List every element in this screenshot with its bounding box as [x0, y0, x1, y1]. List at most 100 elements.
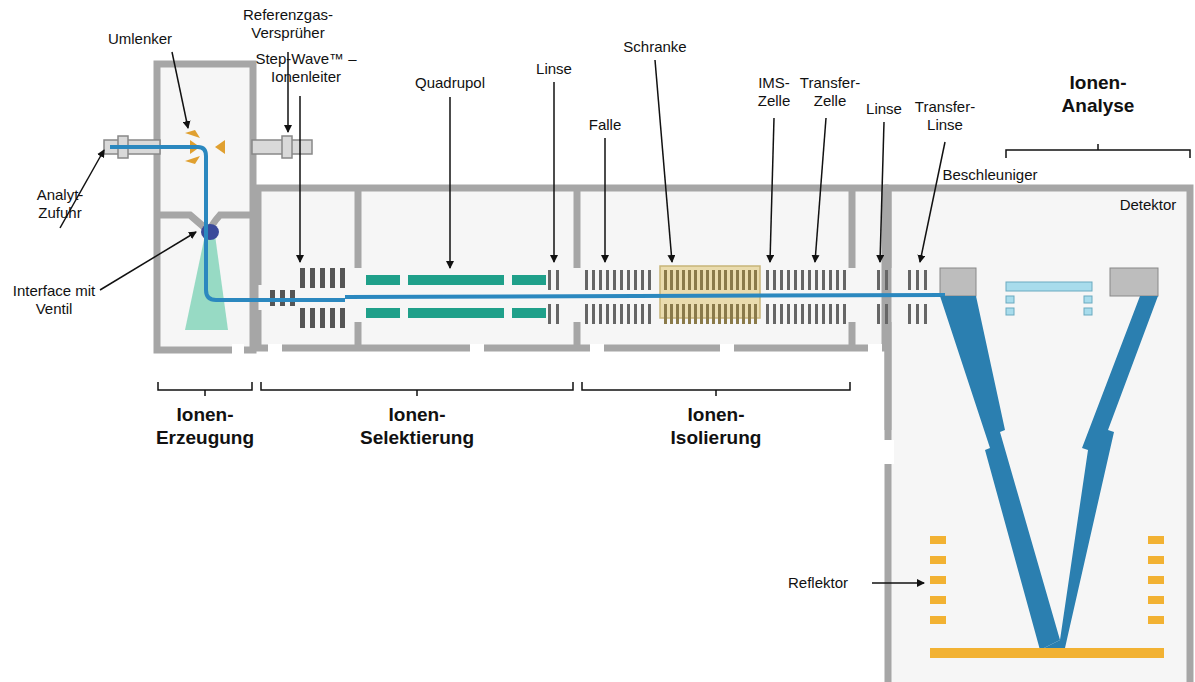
ring-electrode — [773, 304, 776, 324]
ring-electrode — [682, 270, 685, 290]
ring-electrode — [724, 304, 727, 324]
ring-electrode — [801, 270, 804, 290]
ring-electrode — [688, 270, 691, 290]
part-label: Umlenker — [95, 30, 185, 48]
ring-electrode — [742, 270, 745, 290]
part-label: Beschleuniger — [935, 166, 1045, 184]
ring-electrode — [700, 304, 703, 324]
ring-electrode — [599, 304, 602, 324]
ring-electrode — [787, 304, 790, 324]
ring-electrode — [885, 304, 888, 324]
ring-electrode — [620, 304, 623, 324]
ring-electrode — [877, 270, 880, 290]
ring-electrode — [815, 270, 818, 290]
ring-electrode — [908, 304, 911, 324]
ring-electrode — [822, 304, 825, 324]
ring-electrode — [794, 304, 797, 324]
ring-electrode — [694, 270, 697, 290]
ring-electrode — [843, 270, 846, 290]
ring-electrode — [634, 270, 637, 290]
ring-electrode — [606, 304, 609, 324]
ring-electrode — [787, 270, 790, 290]
ring-electrode — [801, 304, 804, 324]
ring-electrode — [730, 270, 733, 290]
ring-electrode — [613, 270, 616, 290]
ring-electrode — [606, 270, 609, 290]
ring-electrode — [766, 270, 769, 290]
ring-electrode — [780, 270, 783, 290]
ring-electrode — [718, 270, 721, 290]
ring-electrode — [766, 304, 769, 324]
section-heading: Ionen- Erzeugung — [149, 404, 261, 450]
ring-electrode — [829, 270, 832, 290]
section-heading: Ionen- Analyse — [1053, 72, 1143, 118]
ring-electrode — [908, 270, 911, 290]
ring-electrode — [815, 304, 818, 324]
ring-electrode — [885, 270, 888, 290]
ring-electrode — [748, 270, 751, 290]
ring-electrode — [754, 270, 757, 290]
ring-electrode — [706, 304, 709, 324]
ring-electrode — [694, 304, 697, 324]
ring-electrode — [736, 270, 739, 290]
ring-electrode — [829, 304, 832, 324]
ring-electrode — [556, 304, 559, 324]
ring-electrode — [641, 304, 644, 324]
part-label: Schranke — [610, 38, 700, 56]
ring-electrode — [924, 304, 927, 324]
part-label: Transfer- Zelle — [794, 74, 866, 110]
ring-electrode — [730, 304, 733, 324]
ring-electrode — [676, 270, 679, 290]
ring-electrode — [916, 270, 919, 290]
ring-electrode — [780, 304, 783, 324]
ring-electrode — [641, 270, 644, 290]
ring-electrode — [924, 270, 927, 290]
part-label: Transfer- Linse — [909, 98, 981, 134]
ring-electrode — [822, 270, 825, 290]
ring-electrode — [688, 304, 691, 324]
ring-electrode — [664, 304, 667, 324]
ring-electrode — [682, 304, 685, 324]
part-label: Reflektor — [768, 574, 868, 592]
part-label: Quadrupol — [400, 74, 500, 92]
part-label: Interface mit Ventil — [12, 282, 96, 318]
ring-electrode — [724, 270, 727, 290]
ring-electrode — [836, 270, 839, 290]
ring-electrode — [585, 304, 588, 324]
ring-electrode — [676, 304, 679, 324]
ring-electrode — [664, 270, 667, 290]
part-label: Falle — [575, 116, 635, 134]
ring-electrode — [585, 270, 588, 290]
ring-electrode — [670, 304, 673, 324]
part-label: Step-Wave™ – Ionenleiter — [247, 50, 365, 86]
ring-electrode — [748, 304, 751, 324]
ring-electrode — [794, 270, 797, 290]
ring-electrode — [670, 270, 673, 290]
ring-electrode — [627, 270, 630, 290]
ring-electrode — [627, 304, 630, 324]
section-heading: Ionen- Selektierung — [355, 404, 479, 450]
section-heading: Ionen- Isolierung — [654, 404, 778, 450]
part-label: Detektor — [1108, 196, 1188, 214]
ring-electrode — [843, 304, 846, 324]
ring-electrode — [916, 304, 919, 324]
ring-electrode — [706, 270, 709, 290]
part-label: Referenzgas- Versprüher — [236, 6, 340, 42]
ring-electrode — [613, 304, 616, 324]
ring-electrode — [836, 304, 839, 324]
ring-electrode — [736, 304, 739, 324]
ring-electrode — [742, 304, 745, 324]
ring-electrode — [808, 304, 811, 324]
ring-electrode — [754, 304, 757, 324]
ring-electrode — [592, 304, 595, 324]
ring-electrode — [712, 270, 715, 290]
ring-electrode — [620, 270, 623, 290]
ring-electrode — [634, 304, 637, 324]
ring-electrode — [877, 304, 880, 324]
ring-electrode — [700, 270, 703, 290]
part-label: Linse — [859, 100, 909, 118]
ring-electrode — [599, 270, 602, 290]
part-label: Analyt- Zufuhr — [24, 186, 96, 222]
